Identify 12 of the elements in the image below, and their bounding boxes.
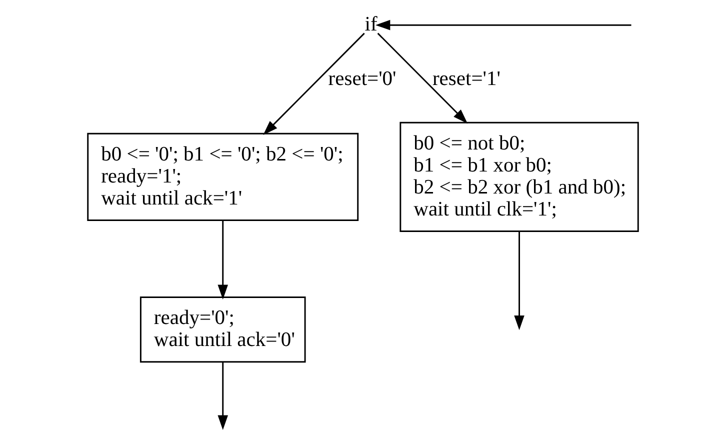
arrow <box>262 32 364 135</box>
arrow <box>217 220 228 300</box>
node-box: b0 <= '0'; b1 <= '0'; b2 <= '0'; ready='1'; wait until ack='1' <box>86 132 358 221</box>
node-text: if <box>364 14 377 36</box>
node-box: ready='0'; wait until ack='0' <box>139 296 306 363</box>
arrow <box>514 232 524 330</box>
arrow <box>374 20 631 30</box>
arrow <box>217 362 228 430</box>
edge-label: reset='0' <box>328 68 396 90</box>
node-box: b0 <= not b0; b1 <= b1 xor b0; b2 <= b2 xor (b1 and b0); wait until clk='1'; <box>399 122 638 232</box>
arrow <box>376 32 468 124</box>
edge-label: reset='1' <box>432 68 500 90</box>
